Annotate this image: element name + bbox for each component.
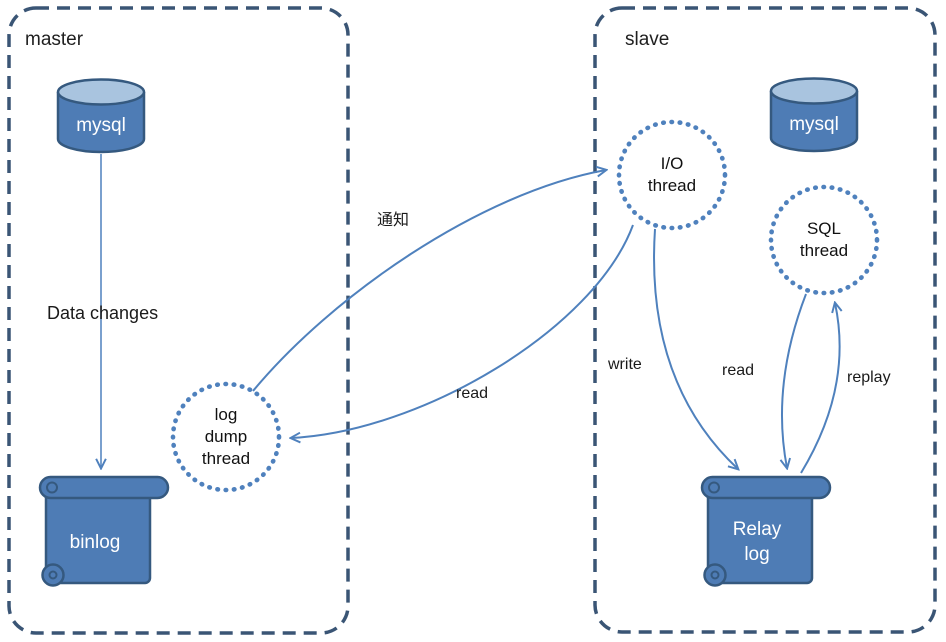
edge-label-notify: 通知 bbox=[377, 212, 410, 229]
scroll-icon bbox=[700, 475, 832, 587]
slave-mysql-label: mysql bbox=[789, 114, 839, 135]
dashed-circle-icon bbox=[170, 381, 282, 493]
sql-thread-label: SQL thread bbox=[799, 219, 849, 260]
relay-log-label: Relay log bbox=[732, 519, 782, 565]
edge-notify bbox=[252, 170, 606, 392]
edge-read-master bbox=[291, 224, 634, 438]
slave-mysql-node: mysql bbox=[768, 76, 860, 154]
dashed-circle-icon bbox=[768, 184, 880, 296]
binlog-label: binlog bbox=[69, 531, 121, 553]
relay-log-node: Relay log bbox=[700, 475, 832, 593]
master-container-label: master bbox=[25, 29, 84, 50]
sql-thread-node: SQL thread bbox=[767, 183, 881, 297]
edge-label-read-master: read bbox=[456, 385, 489, 402]
edge-write bbox=[653, 228, 738, 469]
database-cylinder-icon bbox=[56, 78, 146, 154]
slave-container-border bbox=[593, 6, 937, 634]
edge-label-read-slave: read bbox=[722, 362, 755, 379]
edge-replay bbox=[800, 303, 840, 474]
scroll-icon bbox=[38, 475, 170, 587]
io-thread-node: I/O thread bbox=[615, 118, 729, 232]
io-thread-label: I/O thread bbox=[647, 154, 697, 195]
edge-read-slave bbox=[782, 293, 807, 468]
database-cylinder-icon bbox=[769, 77, 859, 153]
master-container-border bbox=[7, 6, 350, 635]
edge-label-replay: replay bbox=[847, 369, 891, 386]
log-dump-thread-node: log dump thread bbox=[169, 380, 283, 494]
master-mysql-node: mysql bbox=[55, 77, 147, 155]
slave-container-label: slave bbox=[625, 29, 670, 50]
edge-label-data-changes: Data changes bbox=[47, 303, 159, 323]
master-mysql-label: mysql bbox=[76, 115, 126, 136]
edge-label-write: write bbox=[608, 356, 642, 373]
binlog-node: binlog bbox=[38, 475, 170, 593]
dashed-circle-icon bbox=[616, 119, 728, 231]
log-dump-thread-label: log dump thread bbox=[201, 405, 251, 468]
